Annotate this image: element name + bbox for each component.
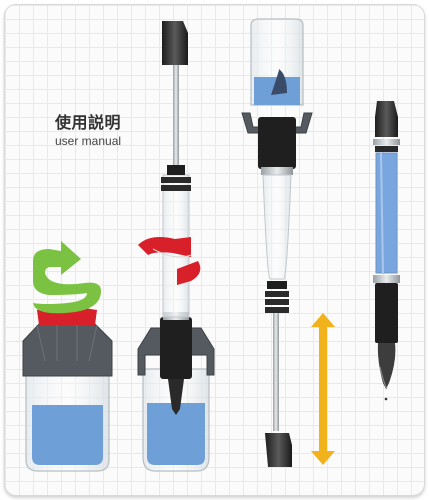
pen-cap-top xyxy=(375,101,398,137)
step4-filled-pen xyxy=(373,101,400,401)
title-english: user manual xyxy=(55,134,122,148)
piston-rod-3 xyxy=(273,313,279,431)
pen-grip-4 xyxy=(375,283,398,343)
nib-in-ink xyxy=(271,68,287,95)
ink-fill xyxy=(32,405,103,465)
ink-filled-barrel xyxy=(375,152,398,274)
piston-rod xyxy=(173,61,179,165)
manual-title: 使用説明 user manual xyxy=(55,109,121,148)
pen-barrel-3 xyxy=(262,174,292,280)
pen-grip-3 xyxy=(258,117,296,169)
nib xyxy=(168,379,184,415)
up-down-arrow xyxy=(311,313,335,465)
step2-pen-in-bottle xyxy=(137,21,215,472)
illustration xyxy=(22,18,400,472)
step1-bottle-twist xyxy=(22,241,113,472)
pen-grip xyxy=(160,317,192,379)
red-twist-arrow-upper xyxy=(138,237,191,257)
piston-knob xyxy=(162,21,188,65)
bottle-shoulder xyxy=(22,321,113,377)
step3-piston-fill xyxy=(241,18,335,467)
piston-knob-3 xyxy=(265,433,292,467)
manual-card: 使用説明 user manual xyxy=(4,4,425,496)
green-twist-arrow xyxy=(33,241,101,314)
nib-4 xyxy=(377,343,396,389)
red-twist-arrow-lower xyxy=(177,261,201,285)
title-chinese: 使用説明 xyxy=(55,113,122,132)
